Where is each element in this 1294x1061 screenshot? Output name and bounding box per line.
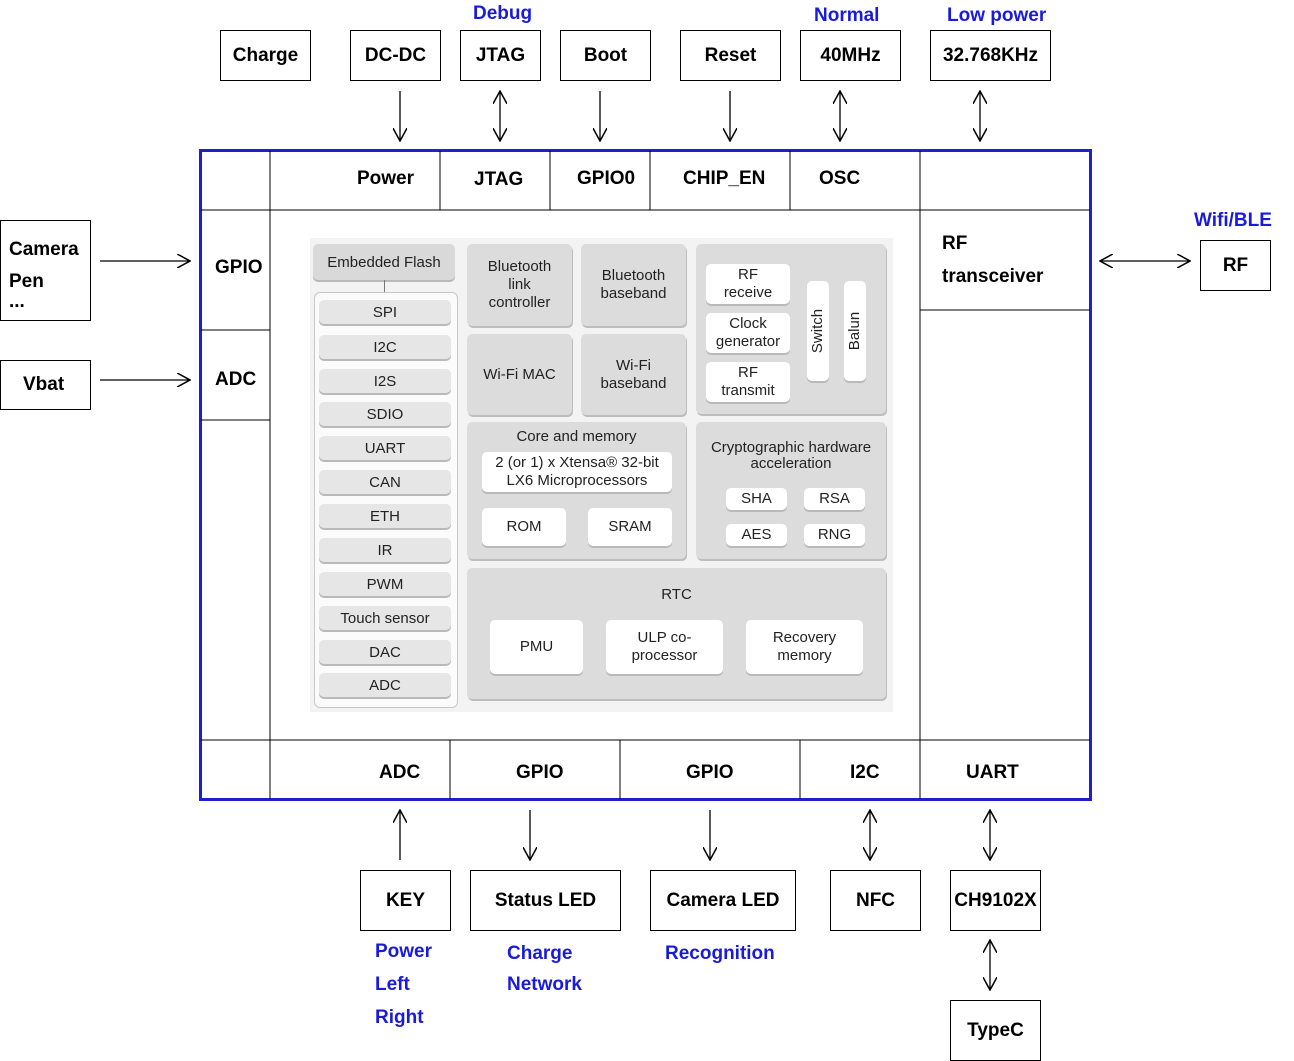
gpio-bottom-label-1: GPIO [516, 762, 564, 783]
gpio0-pin-label: GPIO0 [577, 168, 636, 189]
rf-label: RF [942, 233, 968, 254]
embedded-flash-block: Embedded Flash [313, 244, 455, 280]
crypto-title: Cryptographic hardware acceleration [710, 439, 872, 472]
rtc-panel: RTC PMU ULP co-processor Recovery memory [467, 568, 886, 699]
aes-block: AES [726, 524, 787, 546]
camera-pen-box: Camera Pen ... [0, 220, 91, 321]
balun-block: Balun [844, 281, 866, 381]
status-led-box: Status LED [470, 870, 621, 931]
key-note-left: Left [375, 974, 410, 995]
dcdc-box: DC-DC [350, 30, 441, 81]
adc-bottom-label: ADC [379, 762, 421, 783]
switch-label: Switch [809, 308, 826, 354]
i2c-bottom-label: I2C [850, 762, 880, 783]
switch-block: Switch [807, 281, 829, 381]
rf-transmit-block: RF transmit [706, 362, 790, 402]
bluetooth-link-controller-block: Bluetooth link controller [467, 244, 572, 326]
gpio-bottom-label-2: GPIO [686, 762, 734, 783]
status-note-network: Network [507, 974, 582, 995]
normal-note: Normal [814, 5, 880, 26]
jtag-ext-box: JTAG [460, 30, 541, 81]
key-box: KEY [360, 870, 451, 931]
pen-label: Pen [9, 270, 44, 292]
ellipsis-label: ... [9, 290, 25, 312]
gpio-left-label: GPIO [215, 257, 263, 278]
clock-generator-block: Clock generator [706, 313, 790, 353]
ch9102x-box: CH9102X [950, 870, 1041, 931]
key-note-power: Power [375, 941, 433, 962]
rf-section-panel: RF receive Clock generator RF transmit S… [696, 244, 886, 414]
sram-block: SRAM [588, 508, 672, 546]
osc-32khz-box: 32.768KHz [930, 30, 1051, 81]
peripheral-uart: UART [319, 436, 451, 460]
recovery-memory-block: Recovery memory [746, 620, 863, 674]
status-note-charge: Charge [507, 943, 573, 964]
jtag-pin-label: JTAG [474, 169, 524, 190]
low-power-note: Low power [947, 5, 1047, 26]
power-pin-label: Power [357, 168, 415, 189]
camera-led-box: Camera LED [650, 870, 796, 931]
processor-block: 2 (or 1) x Xtensa® 32-bit LX6 Microproce… [482, 452, 672, 492]
bluetooth-baseband-block: Bluetooth baseband [581, 244, 686, 326]
rom-block: ROM [482, 508, 566, 546]
peripheral-dac: DAC [319, 640, 451, 664]
wifi-baseband-block: Wi-Fi baseband [581, 334, 686, 415]
peripheral-eth: ETH [319, 504, 451, 528]
transceiver-label: transceiver [942, 266, 1044, 287]
boot-box: Boot [560, 30, 651, 81]
wifi-ble-note: Wifi/BLE [1194, 210, 1272, 231]
ulp-coprocessor-block: ULP co-processor [606, 620, 723, 674]
osc-40mhz-box: 40MHz [800, 30, 901, 81]
peripheral-i2c: I2C [319, 335, 451, 359]
rtc-title: RTC [661, 586, 692, 603]
peripheral-can: CAN [319, 470, 451, 494]
peripherals-panel [314, 292, 458, 708]
debug-note: Debug [473, 3, 533, 24]
peripheral-i2s: I2S [319, 369, 451, 393]
nfc-box: NFC [830, 870, 921, 931]
vbat-box: Vbat [0, 360, 91, 410]
camera-led-note: Recognition [665, 943, 775, 964]
flash-connector [384, 280, 385, 298]
osc-pin-label: OSC [819, 168, 861, 189]
uart-bottom-label: UART [966, 762, 1019, 783]
core-memory-panel: Core and memory 2 (or 1) x Xtensa® 32-bi… [467, 422, 686, 559]
crypto-panel: Cryptographic hardware acceleration SHA … [696, 422, 886, 559]
functional-block-diagram: Embedded Flash SPI I2C I2S SDIO UART CAN… [310, 238, 893, 712]
peripheral-touch-sensor: Touch sensor [319, 606, 451, 630]
rsa-block: RSA [804, 488, 865, 510]
rng-block: RNG [804, 524, 865, 546]
pmu-block: PMU [490, 620, 583, 674]
peripheral-spi: SPI [319, 300, 451, 324]
key-note-right: Right [375, 1007, 424, 1028]
sha-block: SHA [726, 488, 787, 510]
rf-receive-block: RF receive [706, 264, 790, 304]
wifi-mac-block: Wi-Fi MAC [467, 334, 572, 415]
core-memory-title: Core and memory [516, 428, 637, 445]
peripheral-sdio: SDIO [319, 402, 451, 426]
typec-box: TypeC [950, 1000, 1041, 1061]
reset-box: Reset [680, 30, 781, 81]
adc-left-label: ADC [215, 369, 257, 390]
balun-label: Balun [846, 311, 863, 351]
rf-antenna-box: RF [1200, 240, 1271, 291]
chip-en-pin-label: CHIP_EN [683, 168, 766, 189]
charge-box: Charge [220, 30, 311, 81]
camera-label: Camera [9, 238, 79, 260]
peripheral-adc: ADC [319, 673, 451, 697]
peripheral-pwm: PWM [319, 572, 451, 596]
peripheral-ir: IR [319, 538, 451, 562]
